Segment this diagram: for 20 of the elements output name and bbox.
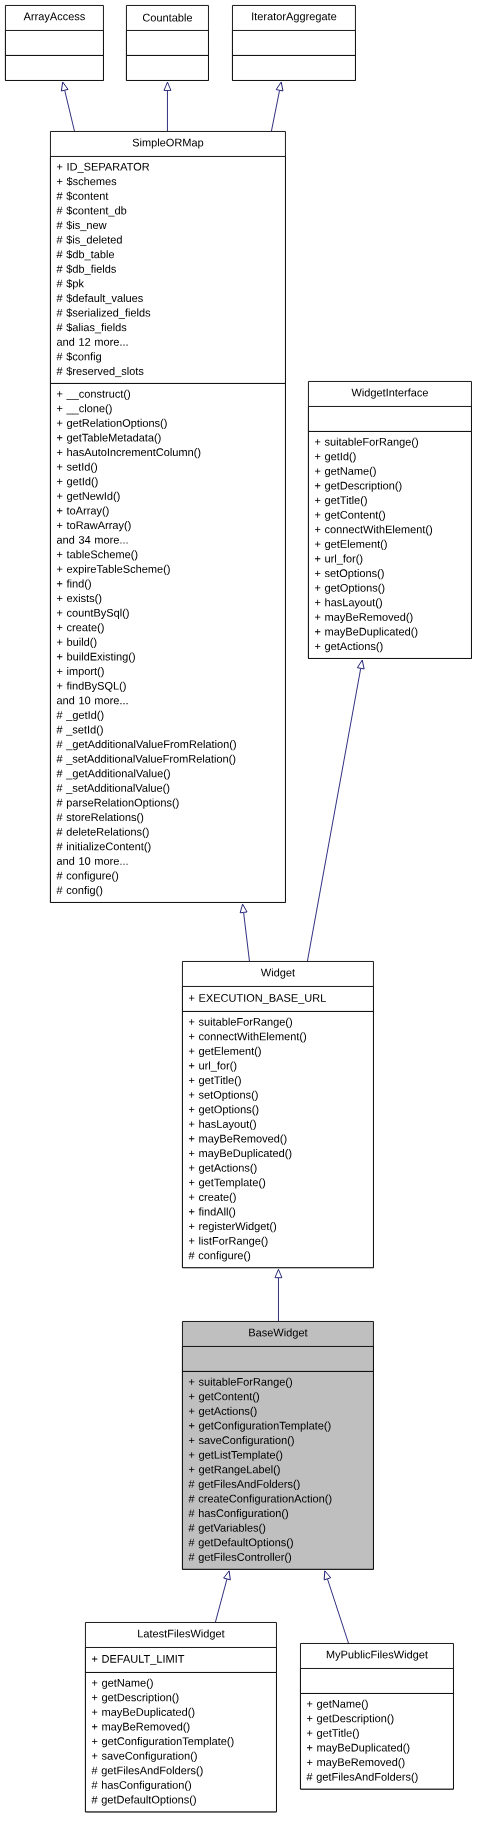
class-compartment (182, 1346, 374, 1372)
class-compartment: + EXECUTION_BASE_URL (182, 986, 374, 1012)
class-compartment (126, 55, 209, 81)
class-compartment: + DEFAULT_LIMIT (85, 1647, 277, 1673)
class-compartment (5, 55, 104, 81)
inheritance-arrow (323, 1570, 349, 1644)
class-compartment (232, 30, 356, 56)
class-compartment (300, 1668, 454, 1694)
inheritance-arrow (163, 81, 172, 132)
class-compartment (308, 406, 472, 432)
class-compartment (126, 30, 209, 56)
inheritance-arrow (274, 1268, 283, 1322)
inheritance-arrow (239, 903, 250, 962)
inheritance-arrow (60, 81, 75, 132)
inheritance-arrow (215, 1570, 231, 1623)
class-compartment: + ID_SEPARATOR + $schemes # $content # $content_db # $is_new # $is_deleted # $db_table # $db_fields # $pk # $default_values # $serialized_fields # $alias_fields and 12 more... # $config # $reserved_slots (50, 156, 286, 384)
inheritance-arrow (307, 659, 365, 962)
class-compartment (5, 30, 104, 56)
inheritance-arrow (271, 81, 284, 132)
class-compartment (232, 55, 356, 81)
